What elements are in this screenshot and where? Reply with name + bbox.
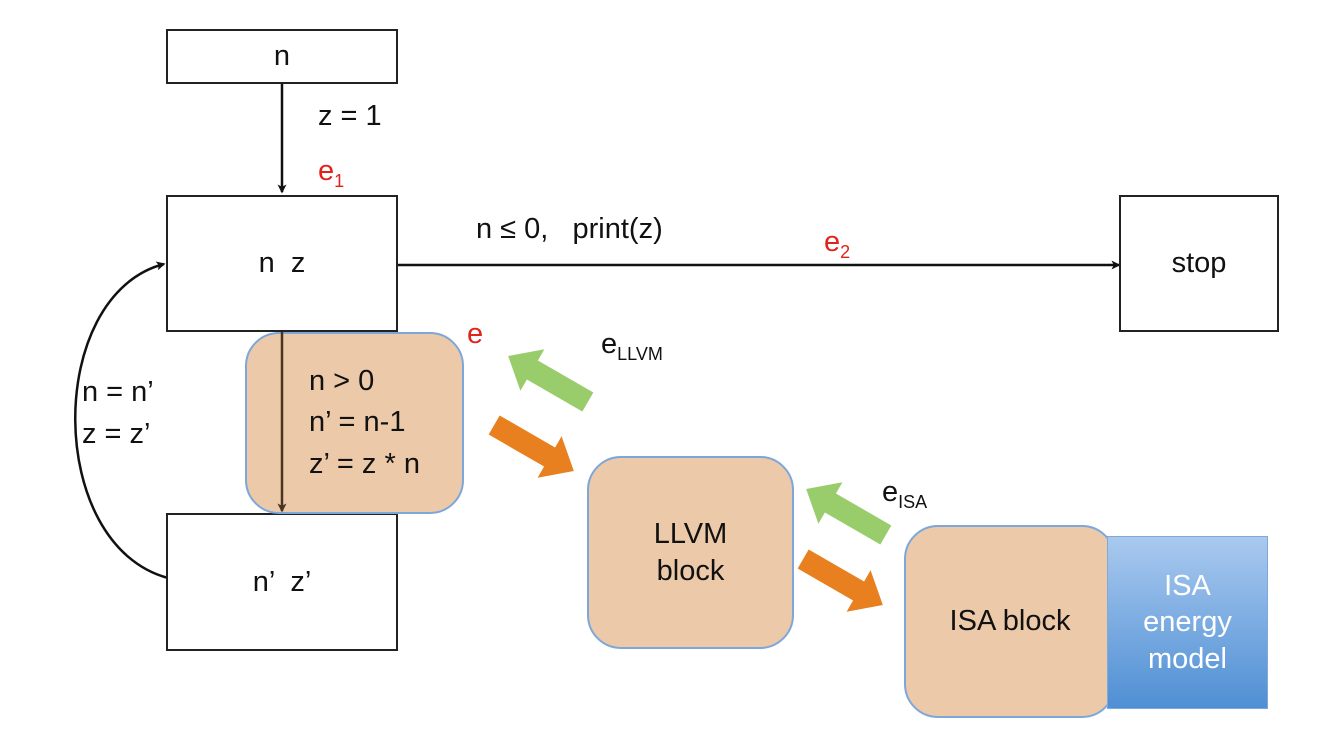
edge-e1-base: e [318, 155, 335, 187]
llvm-block-line-2: block [656, 554, 725, 587]
edge-e1-sub: 1 [334, 171, 345, 191]
node-loop: n z [166, 195, 398, 332]
init-edge-label: z = 1 [318, 100, 382, 132]
edge-e2-base: e [824, 226, 841, 258]
back-edge-label: n = n’ z = z’ [82, 371, 154, 455]
llvm-feedback-base: e [601, 328, 618, 360]
llvm-feedback-label: eLLVM [601, 328, 663, 364]
energy-model-line-1: ISA [1164, 570, 1211, 603]
step-line-condition: n > 0 [309, 365, 375, 398]
step-line-z-update: z’ = z * n [309, 447, 420, 480]
to-llvm-arrow [488, 415, 574, 478]
step-line-n-update: n’ = n-1 [309, 406, 406, 439]
energy-model-line-3: model [1147, 642, 1227, 675]
exit-edge-label: n ≤ 0, print(z) [476, 213, 663, 245]
energy-model-line-2: energy [1143, 606, 1232, 639]
isa-feedback-label: eISA [882, 476, 928, 512]
isa-feedback-sub: ISA [898, 492, 928, 512]
to-isa-arrow [797, 549, 883, 612]
llvm-feedback-arrow [508, 349, 594, 412]
edge-e2-sub: 2 [840, 242, 851, 262]
node-loop-label: n z [258, 247, 306, 279]
isa-feedback-arrow [806, 482, 892, 545]
llvm-block: LLVM block [587, 456, 794, 649]
llvm-feedback-sub: LLVM [617, 344, 663, 364]
back-edge-arrow [74, 261, 169, 580]
isa-energy-model: ISA energy model [1107, 536, 1268, 709]
back-edge-line-z: z = z’ [82, 418, 151, 451]
isa-feedback-base: e [882, 476, 899, 508]
edge-e2-label: e2 [824, 226, 851, 262]
node-stop: stop [1119, 195, 1279, 332]
isa-block-label: ISA block [949, 605, 1071, 638]
llvm-block-line-1: LLVM [653, 518, 728, 551]
step-edge-e-label: e [467, 318, 484, 350]
edge-e1-label: e1 [318, 155, 345, 191]
node-start: n [166, 29, 398, 84]
node-stop-label: stop [1171, 247, 1227, 279]
node-start-label: n [273, 40, 291, 72]
node-next-label: n’ z’ [252, 565, 312, 598]
back-edge-line-n: n = n’ [82, 376, 154, 408]
isa-block: ISA block [904, 525, 1116, 718]
node-next: n’ z’ [166, 513, 398, 651]
